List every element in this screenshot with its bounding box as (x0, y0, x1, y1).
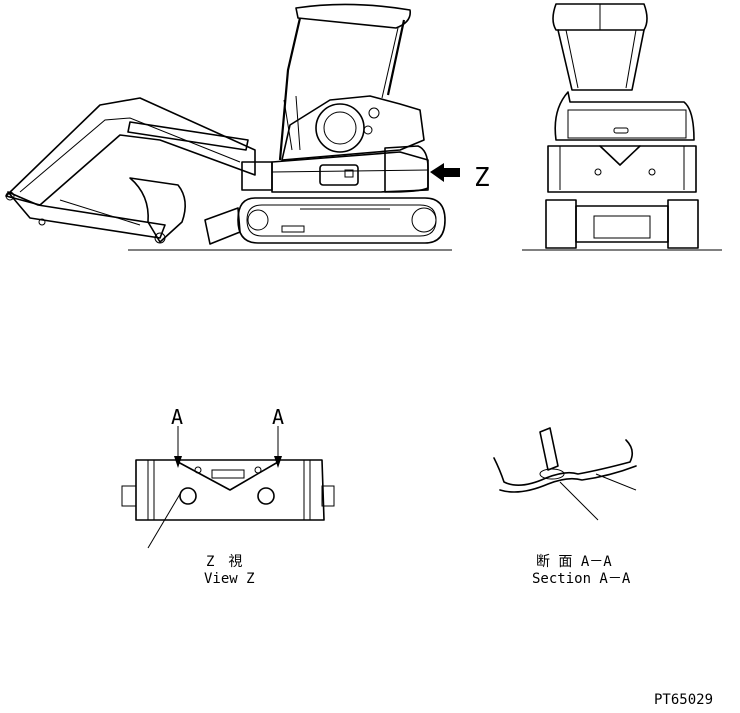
rear-canopy-frame (557, 29, 645, 91)
leader-line-section-2 (595, 473, 637, 491)
section-caption-en: Section A－A (532, 571, 631, 587)
section-a-a-detail: 断 面 A－A Section A－A (493, 427, 637, 587)
section-lower-panel (499, 465, 637, 493)
excavator-side-view: Z (5, 3, 490, 251)
arm (7, 191, 166, 239)
counterweight (384, 145, 429, 193)
boom-cylinder (127, 121, 249, 151)
right-track (667, 199, 699, 249)
view-z-detail: A A Z 視 View Z (121, 405, 335, 587)
excavator-rear-view (522, 3, 722, 251)
view-z-caption-jp: Z 視 (206, 554, 242, 570)
bucket (129, 177, 186, 243)
left-track (545, 199, 577, 249)
leader-line-z (147, 493, 181, 549)
section-upper-panel (493, 439, 634, 486)
boom (5, 97, 256, 206)
lamp-right (257, 487, 275, 505)
section-arrow-label-left: A (171, 405, 183, 429)
rear-v-notch (599, 145, 641, 166)
section-stud (539, 427, 559, 471)
drawing-number: PT65029 (654, 692, 713, 708)
rear-hood (554, 91, 695, 141)
canopy-roof (295, 3, 412, 29)
crawler-track (237, 197, 446, 244)
section-arrow-label-right: A (272, 405, 284, 429)
upper-structure (271, 151, 429, 193)
direction-label: Z (474, 163, 490, 193)
view-arrow-z (430, 163, 460, 182)
leader-line-section-1 (559, 481, 599, 521)
view-z-caption-en: View Z (204, 571, 255, 587)
engine-hood (281, 95, 425, 161)
canopy-post-front (278, 17, 302, 161)
section-washer (539, 468, 565, 480)
swing-bracket (241, 161, 273, 191)
rear-counterweight (547, 145, 697, 193)
dozer-blade (204, 207, 241, 245)
counterweight-v-notch (177, 461, 279, 491)
lamp-left (179, 487, 197, 505)
canopy-post-rear (386, 19, 406, 96)
section-caption-jp: 断 面 A－A (536, 554, 612, 570)
seat-area (315, 103, 365, 153)
